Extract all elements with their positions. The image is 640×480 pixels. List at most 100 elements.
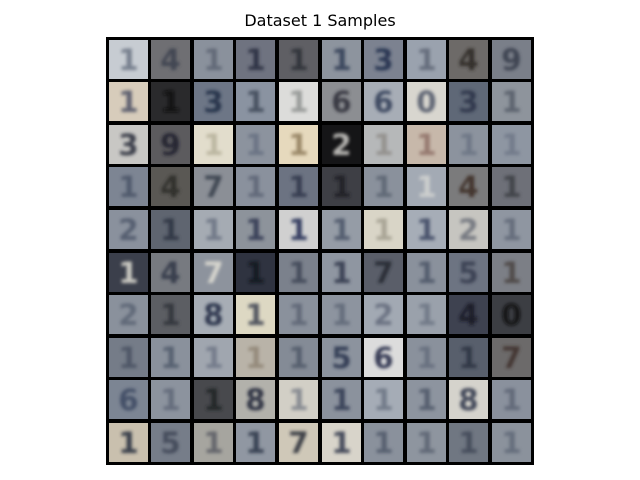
sample-tile: 1 [321,39,361,79]
sample-tile: 1 [321,380,361,420]
sample-tile: 4 [449,295,489,335]
sample-tile: 1 [278,209,318,249]
sample-tile: 1 [236,422,276,462]
sample-tile: 1 [151,295,191,335]
svg-text:1: 1 [288,171,308,205]
svg-text:1: 1 [160,85,180,119]
svg-text:1: 1 [416,43,436,77]
sample-tile: 1 [321,295,361,335]
sample-tile: 5 [449,252,489,292]
sample-tile: 1 [278,337,318,377]
svg-text:1: 1 [331,426,351,460]
sample-tile: 1 [278,295,318,335]
svg-text:4: 4 [160,43,180,77]
svg-text:1: 1 [288,298,308,332]
sample-tile: 1 [491,167,531,207]
sample-tile: 8 [193,295,233,335]
sample-tile: 4 [151,167,191,207]
sample-tile: 1 [108,82,148,122]
svg-text:4: 4 [459,43,479,77]
svg-text:2: 2 [118,298,138,332]
sample-tile: 1 [236,82,276,122]
sample-tile: 1 [491,422,531,462]
sample-tile: 4 [151,39,191,79]
svg-text:1: 1 [118,256,138,290]
svg-text:1: 1 [501,85,521,119]
svg-text:1: 1 [246,43,266,77]
svg-text:1: 1 [501,256,521,290]
sample-tile: 9 [491,39,531,79]
svg-text:7: 7 [203,256,223,290]
svg-text:1: 1 [416,256,436,290]
sample-tile: 5 [321,337,361,377]
svg-text:1: 1 [288,384,308,418]
svg-text:1: 1 [501,213,521,247]
svg-text:1: 1 [118,426,138,460]
svg-text:1: 1 [160,384,180,418]
sample-tile: 0 [406,82,446,122]
sample-tile: 1 [491,82,531,122]
figure-title: Dataset 1 Samples [244,11,396,30]
svg-text:1: 1 [246,341,266,375]
sample-tile: 1 [236,209,276,249]
sample-tile: 1 [406,380,446,420]
svg-text:3: 3 [373,43,393,77]
svg-text:1: 1 [501,384,521,418]
sample-tile: 3 [364,39,404,79]
sample-tile: 1 [108,337,148,377]
svg-text:1: 1 [203,43,223,77]
svg-text:1: 1 [373,384,393,418]
svg-text:1: 1 [203,341,223,375]
svg-text:1: 1 [288,341,308,375]
svg-text:1: 1 [501,171,521,205]
svg-text:7: 7 [373,256,393,290]
sample-tile: 1 [364,209,404,249]
sample-tile: 1 [406,209,446,249]
sample-tile: 1 [193,39,233,79]
sample-tile: 1 [364,380,404,420]
svg-text:1: 1 [246,426,266,460]
svg-text:4: 4 [160,256,180,290]
svg-text:1: 1 [288,85,308,119]
sample-tile: 5 [151,422,191,462]
svg-text:8: 8 [459,384,479,418]
sample-tile: 1 [151,209,191,249]
svg-text:1: 1 [160,213,180,247]
sample-tile: 2 [108,209,148,249]
sample-tile: 1 [364,422,404,462]
svg-text:6: 6 [373,85,393,119]
sample-tile: 3 [449,82,489,122]
sample-tile: 6 [108,380,148,420]
svg-text:1: 1 [373,171,393,205]
svg-text:1: 1 [246,128,266,162]
sample-tile: 4 [151,252,191,292]
sample-tile: 4 [449,167,489,207]
sample-tile: 1 [151,380,191,420]
svg-text:1: 1 [416,341,436,375]
svg-text:1: 1 [501,128,521,162]
sample-tile: 2 [449,209,489,249]
svg-text:1: 1 [331,213,351,247]
sample-tile: 3 [108,124,148,164]
svg-text:2: 2 [331,128,351,162]
svg-text:1: 1 [459,341,479,375]
sample-tile: 1 [491,124,531,164]
sample-tile: 8 [236,380,276,420]
svg-text:9: 9 [501,43,521,77]
sample-tile: 6 [364,337,404,377]
sample-tile: 9 [151,124,191,164]
svg-text:1: 1 [331,256,351,290]
svg-text:1: 1 [459,426,479,460]
sample-tile: 1 [449,124,489,164]
svg-text:1: 1 [288,213,308,247]
svg-text:1: 1 [160,298,180,332]
sample-tile: 1 [364,167,404,207]
svg-text:0: 0 [416,85,436,119]
sample-tile: 8 [449,380,489,420]
sample-tile: 6 [364,82,404,122]
sample-tile: 1 [364,124,404,164]
sample-tile: 7 [278,422,318,462]
sample-tile: 1 [406,252,446,292]
svg-text:1: 1 [118,43,138,77]
sample-tile: 1 [321,422,361,462]
